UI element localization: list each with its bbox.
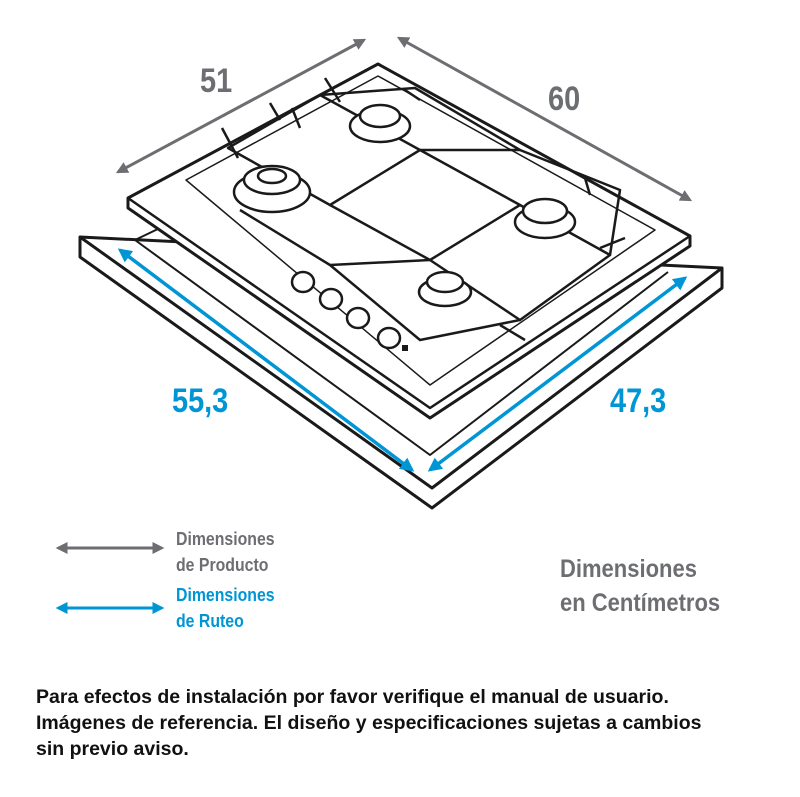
routing-depth-label: 47,3 (610, 382, 667, 420)
routing-width-arrow (117, 248, 415, 472)
note-line3: sin previo aviso. (36, 738, 189, 760)
product-width-arrow (115, 38, 367, 174)
product-depth-arrow (396, 36, 693, 202)
legend-routing-line1: Dimensiones (176, 585, 275, 605)
product-width-label: 51 (200, 62, 233, 100)
legend-product: Dimensiones de Producto (176, 526, 275, 578)
note-line1: Para efectos de instalación por favor ve… (36, 686, 669, 708)
disclaimer-note: Para efectos de instalación por favor ve… (36, 684, 796, 762)
routing-depth-arrow (427, 276, 688, 472)
routing-width-label: 55,3 (172, 382, 229, 420)
units-line1: Dimensiones (560, 555, 697, 583)
units-line2: en Centímetros (560, 589, 721, 617)
legend-product-line1: Dimensiones (176, 529, 275, 549)
legend-product-line2: de Producto (176, 555, 269, 575)
units-label: Dimensiones en Centímetros (560, 552, 720, 620)
note-line2: Imágenes de referencia. El diseño y espe… (36, 712, 702, 734)
legend-routing: Dimensiones de Ruteo (176, 582, 275, 634)
product-depth-label: 60 (548, 80, 581, 118)
legend-routing-line2: de Ruteo (176, 611, 244, 631)
